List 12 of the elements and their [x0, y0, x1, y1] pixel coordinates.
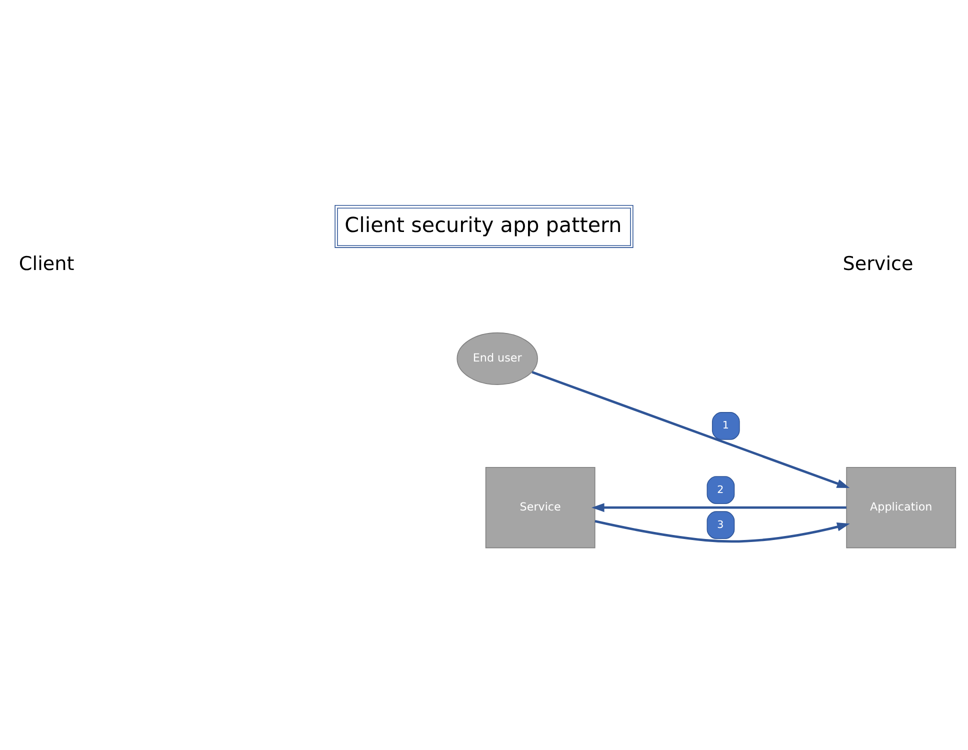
label: Client [18, 252, 74, 276]
diagram-title: Client security app pattern [344, 212, 622, 237]
arrow [594, 520, 850, 543]
node-ellipse: End user [456, 332, 538, 385]
label: Service [842, 252, 914, 276]
node-box: Service [485, 466, 596, 548]
edge-label: 2 [717, 484, 724, 496]
arrow [532, 371, 850, 488]
edge-label: 3 [717, 518, 724, 531]
arrow [592, 503, 846, 512]
node-box: Application [846, 466, 956, 548]
edge-label: 1 [722, 420, 729, 432]
